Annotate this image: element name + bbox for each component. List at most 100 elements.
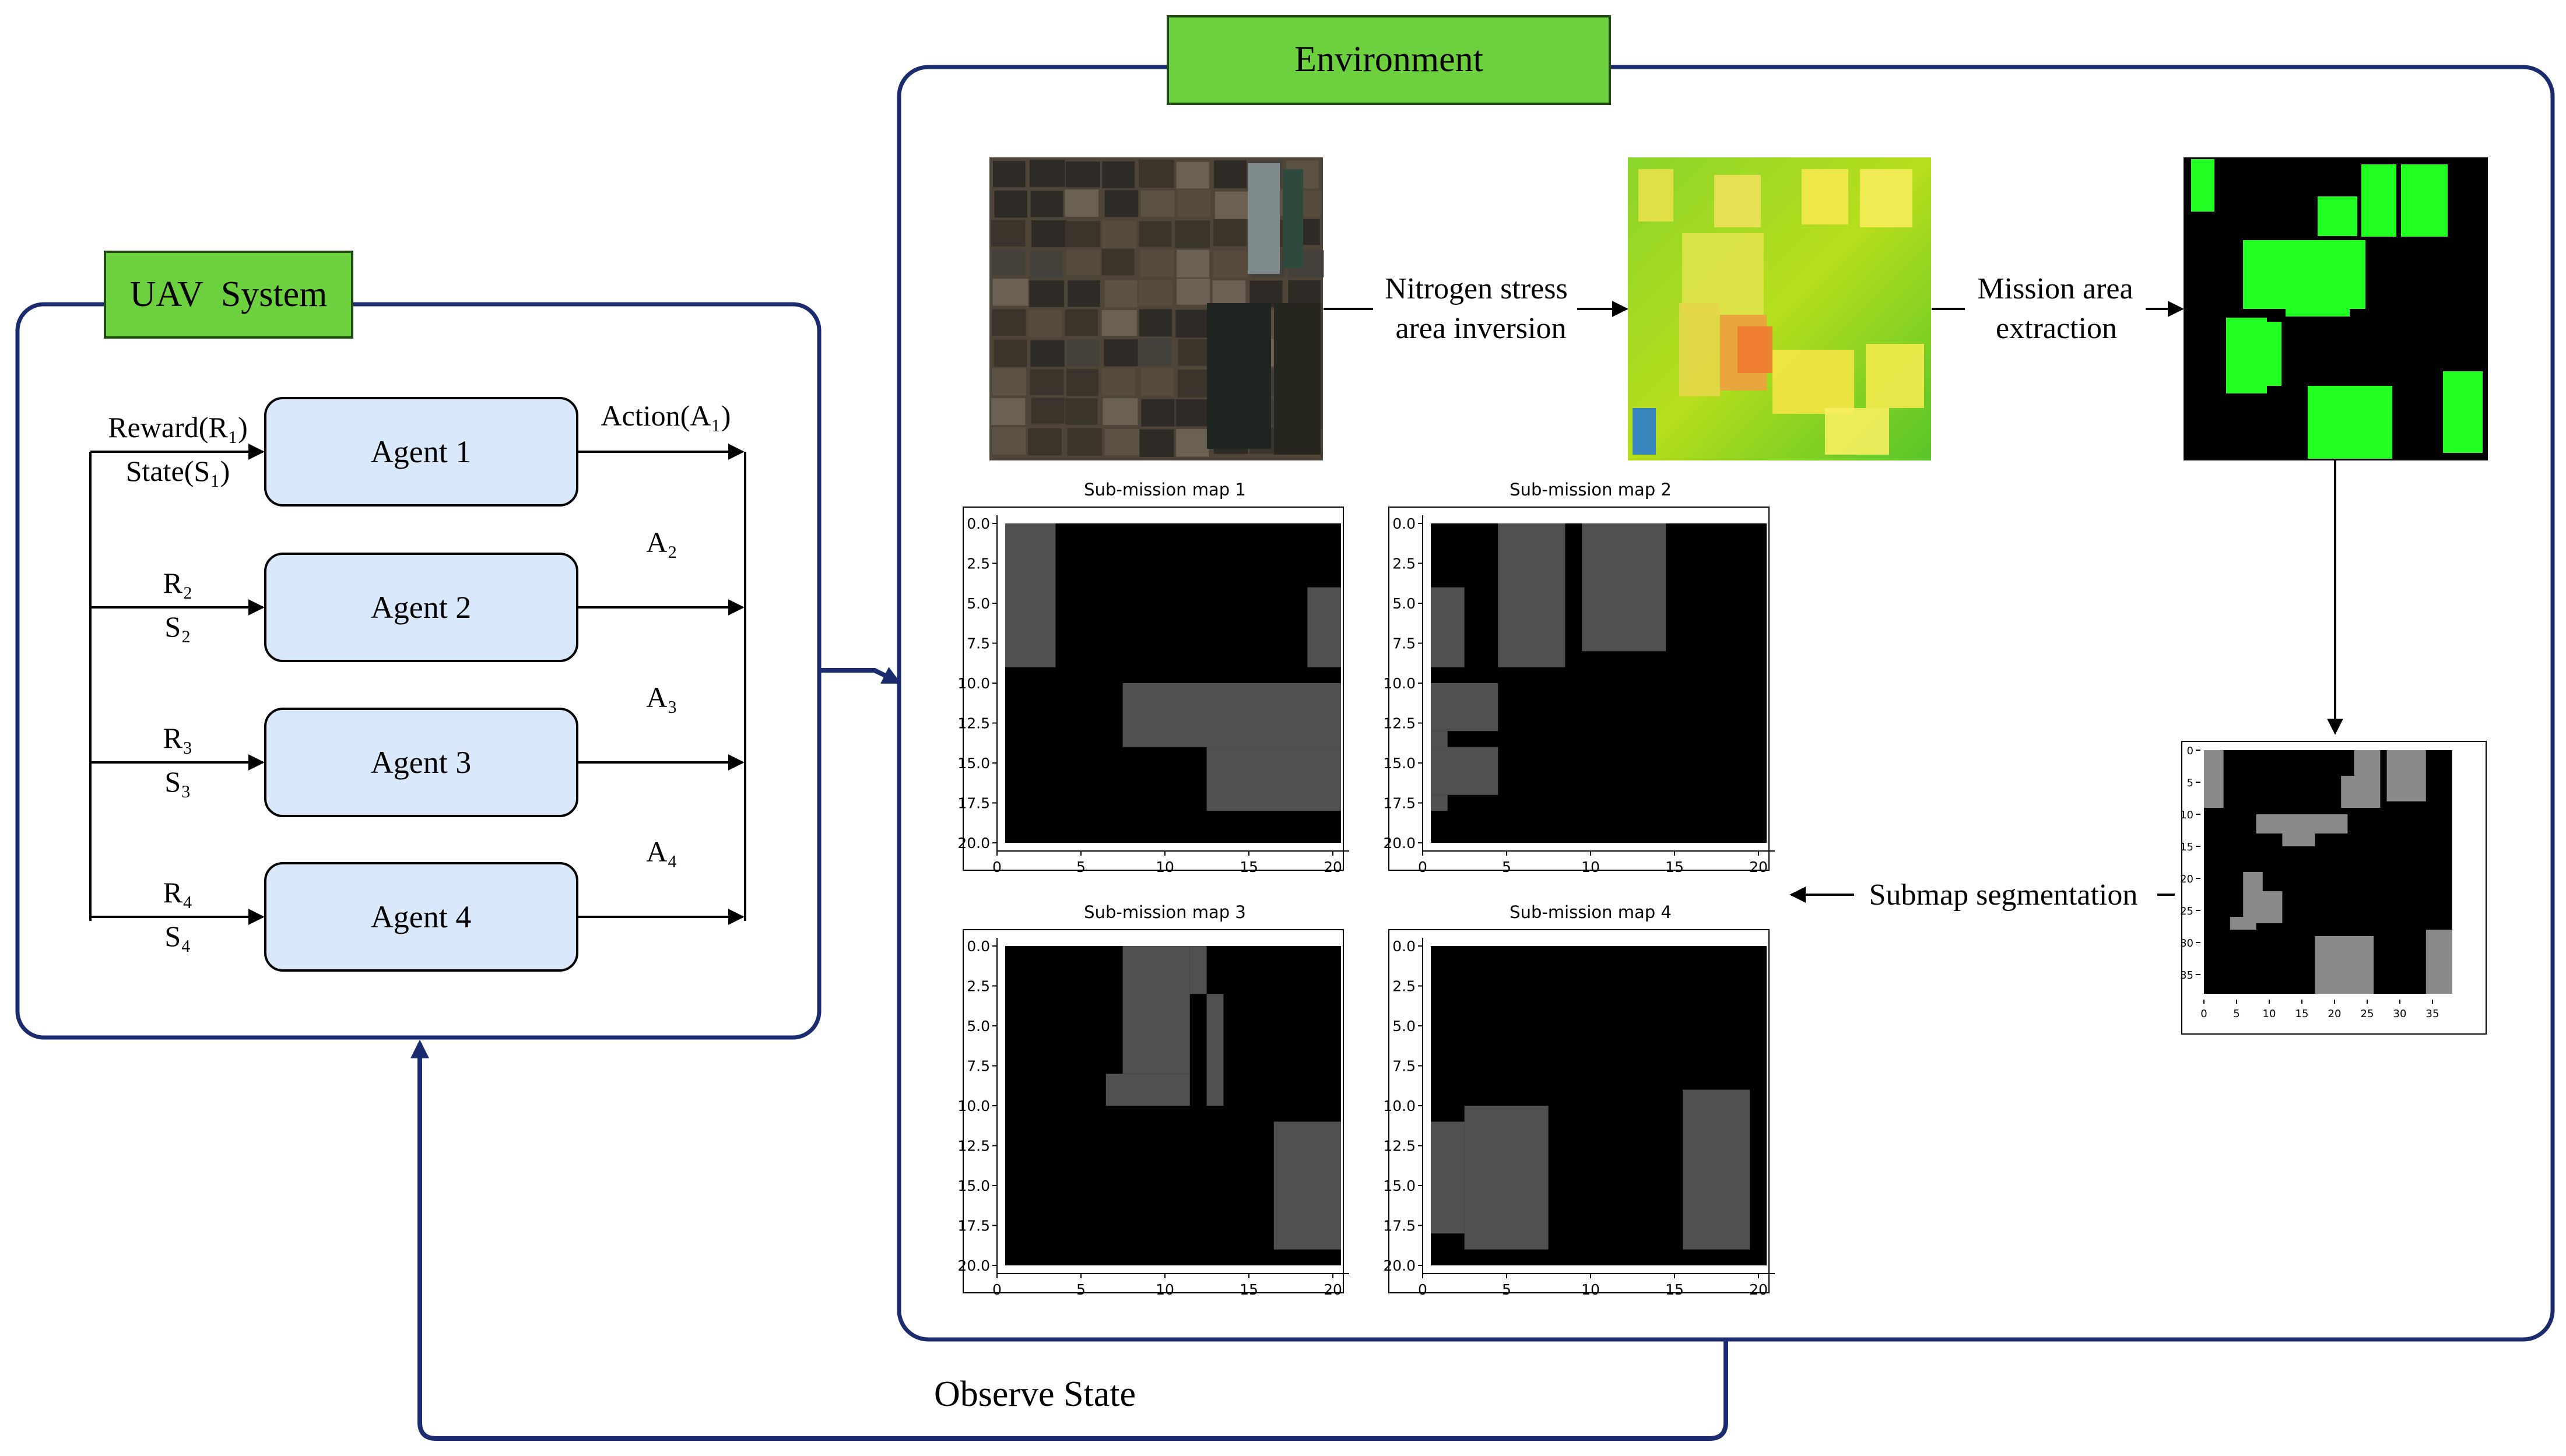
y-tick-label: 0.0 — [967, 515, 990, 532]
field-plot — [1030, 160, 1065, 187]
uav-system-label: UAV System — [130, 275, 328, 314]
y-tick-label: 17.5 — [957, 1218, 990, 1235]
sub-mission-map-3: Sub-mission map 30.02.55.07.510.012.515.… — [957, 902, 1349, 1298]
seg-y-tick-label: 5 — [2187, 777, 2193, 789]
x-tick-label: 20 — [1749, 1281, 1768, 1298]
x-tick-label: 15 — [1240, 1281, 1258, 1298]
mission-cell-region — [1683, 1089, 1750, 1250]
seg-y-tick-label: 0 — [2187, 745, 2193, 757]
agent-input-reward: R₄ — [163, 876, 193, 909]
mission-area-patch — [2361, 164, 2396, 237]
agent-input-state: S₃ — [164, 765, 191, 798]
field-plot — [1030, 369, 1064, 396]
field-plot — [1104, 429, 1140, 456]
seg-cell-region — [2256, 814, 2348, 833]
step-extraction-line1: Mission area — [1977, 272, 2133, 305]
mission-area-patch — [2318, 196, 2357, 236]
mission-area-patch — [2308, 386, 2392, 459]
field-plot — [1140, 249, 1174, 277]
seg-x-tick-label: 20 — [2328, 1008, 2342, 1020]
field-plot — [1177, 249, 1209, 278]
dark-pond — [1274, 303, 1321, 455]
seg-y-tick-label: 10 — [2180, 809, 2193, 821]
sub-mission-map-2: Sub-mission map 20.02.55.07.510.012.515.… — [1383, 480, 1775, 875]
field-plot — [992, 309, 1026, 336]
seg-x-tick-label: 35 — [2426, 1008, 2439, 1020]
seg-x-tick-label: 15 — [2295, 1008, 2309, 1020]
y-tick-label: 7.5 — [1392, 1058, 1416, 1075]
field-plot — [1065, 161, 1100, 188]
field-plot — [1177, 189, 1211, 217]
mission-cell-region — [1206, 994, 1224, 1106]
mission-area-patch — [2401, 164, 2448, 237]
seg-y-tick-label: 25 — [2180, 905, 2193, 917]
mission-cell-region — [1122, 946, 1190, 1074]
field-plot — [1066, 249, 1100, 276]
field-plot — [1065, 221, 1101, 248]
plot-title: Sub-mission map 1 — [1084, 480, 1246, 500]
y-tick-label: 7.5 — [1392, 635, 1416, 652]
environment-panel: Environment Nitrogen stress area inversi… — [897, 15, 2555, 1342]
x-tick-label: 10 — [1581, 859, 1600, 875]
field-plot — [1029, 280, 1065, 308]
mission-cell-region — [1189, 946, 1207, 994]
field-plot — [1102, 161, 1135, 188]
field-plot — [1141, 368, 1174, 396]
x-tick-label: 15 — [1665, 859, 1684, 875]
y-tick-label: 2.5 — [1392, 555, 1416, 572]
stress-patch — [1682, 233, 1764, 315]
agent-output-action: Action(A₁) — [601, 399, 731, 432]
field-plot — [1066, 368, 1098, 396]
field-plot — [994, 190, 1027, 218]
field-plot — [991, 249, 1026, 276]
y-tick-label: 12.5 — [1383, 1138, 1416, 1155]
mission-area-mask-image — [2184, 157, 2488, 460]
y-tick-label: 7.5 — [967, 1058, 990, 1075]
mission-cell-region — [1122, 683, 1341, 747]
mission-cell-region — [1431, 587, 1465, 667]
environment-label-box — [1167, 15, 1611, 105]
seg-y-tick-label: 30 — [2180, 937, 2193, 949]
field-plot — [1101, 368, 1136, 396]
seg-cell-region — [2386, 750, 2426, 801]
mission-cell-region — [1498, 523, 1565, 667]
field-plot — [1175, 399, 1209, 427]
mission-cell-region — [1582, 523, 1666, 652]
mission-cell-region — [1464, 1106, 1549, 1250]
field-plot — [991, 220, 1026, 247]
agent-label: Agent 3 — [371, 745, 471, 780]
y-tick-label: 17.5 — [1383, 795, 1416, 812]
aerial-field-image — [989, 157, 1324, 460]
environment-frame — [897, 65, 2555, 1342]
field-plot — [1213, 219, 1247, 247]
field-plot — [1176, 429, 1209, 457]
field-plot — [994, 339, 1027, 367]
field-plot — [1031, 398, 1065, 424]
y-tick-label: 5.0 — [967, 1018, 990, 1035]
field-plot — [1030, 191, 1063, 217]
y-tick-label: 5.0 — [967, 595, 990, 612]
y-tick-label: 2.5 — [967, 555, 990, 572]
mission-cell-region — [1431, 731, 1448, 747]
y-tick-label: 15.0 — [957, 1177, 990, 1194]
step-extraction-line2: extraction — [1996, 312, 2117, 345]
y-tick-label: 17.5 — [957, 795, 990, 812]
mission-cell-region — [1431, 1121, 1465, 1234]
agent-input-state: S₄ — [164, 920, 191, 952]
action-to-environment-connector — [819, 667, 901, 684]
field-plot — [992, 279, 1028, 306]
x-tick-label: 5 — [1076, 859, 1086, 875]
plot-title: Sub-mission map 4 — [1510, 902, 1672, 922]
stress-patch — [1679, 303, 1720, 396]
seg-y-tick-label: 15 — [2180, 841, 2193, 853]
y-tick-label: 20.0 — [1383, 1257, 1416, 1274]
y-tick-label: 15.0 — [1383, 1177, 1416, 1194]
field-plot — [1065, 189, 1099, 217]
y-tick-label: 20.0 — [957, 835, 990, 852]
mission-area-patch — [2443, 371, 2483, 453]
y-tick-label: 0.0 — [967, 938, 990, 955]
mission-cell-region — [1431, 794, 1448, 811]
